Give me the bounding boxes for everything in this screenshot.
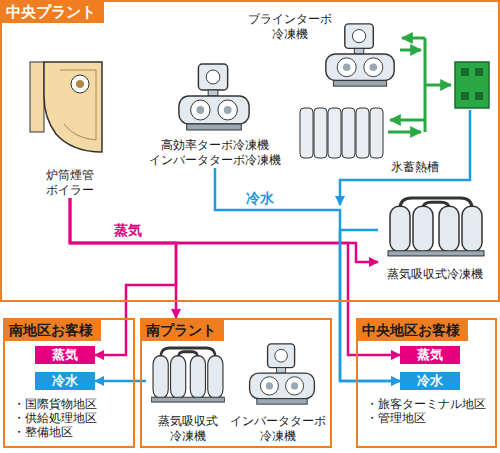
- brine-chiller-icon: [326, 24, 394, 86]
- exchanger-box: [455, 62, 489, 108]
- region-heading: 中央地区お客様: [356, 319, 468, 341]
- region-heading: 南地区お客様: [3, 319, 101, 341]
- pipe-label: 蒸気: [112, 222, 144, 239]
- chiller-box: インバータターボ 冷凍機: [228, 338, 328, 444]
- turbo-chiller-icon: [179, 64, 249, 130]
- badge-text: 冷水: [417, 373, 443, 389]
- brine-line: [425, 84, 451, 87]
- equipment-label: 高効率ターボ冷凍機 インバータターボ冷凍機: [140, 138, 290, 168]
- region-heading: 南プラント: [140, 319, 224, 341]
- area-list-item: ・供給処理地区: [13, 411, 133, 425]
- badge-text: 蒸気: [417, 347, 443, 363]
- boiler-front: [60, 70, 96, 140]
- customer-region: 南地区お客様・国際貨物地区・供給処理地区・整備地区 蒸気冷水: [3, 318, 135, 448]
- tank-cell: [314, 108, 327, 158]
- steam-pipe: [70, 198, 400, 355]
- plant-region: 南プラント蒸気吸収式 冷凍機インバータターボ 冷凍機: [140, 318, 332, 448]
- exchanger-port: [475, 68, 483, 76]
- steam-badge: 蒸気: [400, 346, 460, 364]
- badge-text: 蒸気: [52, 347, 78, 363]
- water-badge: 冷水: [35, 372, 95, 390]
- equipment-name: 蒸気吸収式冷凍機: [387, 267, 483, 282]
- equipment-name: 高効率ターボ冷凍機 インバータターボ冷凍機: [140, 138, 290, 168]
- area-list-item: ・国際貨物地区: [13, 397, 133, 411]
- equipment-name: 氷蓄熱槽: [384, 160, 446, 175]
- steam-pipe: [70, 198, 378, 262]
- badge-text: 冷水: [52, 373, 78, 389]
- area-list-item: ・管理地区: [366, 411, 495, 425]
- absorber-box: 蒸気吸収式 冷凍機: [146, 338, 230, 444]
- tank-cell: [342, 108, 355, 158]
- boiler-port-core: [76, 80, 84, 88]
- area-list-item: ・整備地区: [13, 425, 133, 439]
- brine-line: [400, 49, 421, 52]
- steam-badge: 蒸気: [35, 346, 95, 364]
- brine-line: [402, 37, 425, 40]
- boiler-port: [71, 75, 89, 93]
- boiler-icon: [30, 62, 102, 152]
- plant-region: 中央プラント炉筒煙管 ボイラー ブラインターボ 冷凍機高効率ターボ冷凍機 インバー…: [0, 0, 500, 302]
- brine-lines: [388, 38, 451, 132]
- equipment-name: 蒸気吸収式 冷凍機: [146, 414, 230, 444]
- brine-line: [390, 119, 425, 122]
- area-list-item: ・旅客ターミナル地区: [366, 397, 495, 411]
- chilled-water-line: [340, 110, 470, 205]
- tank-cell: [356, 108, 369, 158]
- brine-line: [388, 131, 421, 134]
- chilled-water-pipe: [340, 230, 400, 381]
- equipment-label: 氷蓄熱槽: [384, 160, 446, 175]
- brine-line: [424, 38, 427, 132]
- tank-cell: [328, 108, 341, 158]
- chilled-water-pipe: [215, 168, 400, 381]
- tank-cell: [370, 108, 383, 158]
- exchanger-port: [461, 92, 469, 100]
- absorber-icon: [388, 198, 484, 256]
- absorber-box: 蒸気吸収式冷凍機: [378, 192, 492, 282]
- equipment-label: ブラインターボ 冷凍機: [240, 12, 340, 42]
- steam-pipe: [70, 198, 176, 318]
- equipment-name: 炉筒煙管 ボイラー: [35, 168, 105, 198]
- pipe-label: 冷水: [244, 190, 276, 207]
- inverter-chiller-icon: [250, 344, 315, 404]
- customer-region: 中央地区お客様・旅客ターミナル地区・管理地区 蒸気冷水: [356, 318, 497, 448]
- exchanger-port: [461, 68, 469, 76]
- heat-exchanger-icon: [455, 62, 489, 108]
- absorber-icon: [152, 348, 225, 402]
- water-badge: 冷水: [400, 372, 460, 390]
- ice-tank-icon: [300, 108, 383, 158]
- boiler-body: [44, 62, 102, 152]
- boiler-side: [30, 62, 44, 132]
- chilled-water-pipe: [95, 380, 146, 383]
- equipment-label: 炉筒煙管 ボイラー: [35, 168, 105, 198]
- exchanger-port: [475, 92, 483, 100]
- tank-cell: [300, 108, 313, 158]
- equipment-name: ブラインターボ 冷凍機: [240, 12, 340, 42]
- equipment-name: インバータターボ 冷凍機: [228, 414, 328, 444]
- region-heading: 中央プラント: [0, 1, 104, 23]
